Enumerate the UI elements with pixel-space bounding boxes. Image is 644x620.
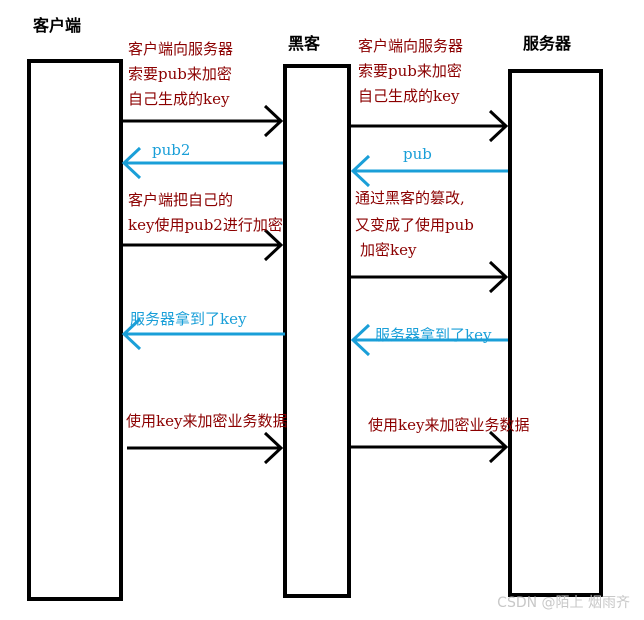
arrow-hacker-to-client-pub2 (121, 146, 283, 180)
hacker-title: 黑客 (288, 34, 321, 53)
server-title: 服务器 (523, 34, 572, 53)
left-got-key-label: 服务器拿到了key (130, 310, 247, 328)
arrow-server-to-hacker-pub (350, 154, 508, 188)
arrow-hacker-to-server-encrypted-key (351, 260, 509, 294)
left-encrypt-label-line2: key使用pub2进行加密 (128, 216, 283, 234)
right-got-key-label: 服务器拿到了key (375, 326, 492, 344)
arrow-client-to-hacker-business-data (127, 431, 284, 465)
client-lifeline (27, 59, 123, 601)
right-tamper-label-line2: 又变成了使用pub (355, 216, 474, 234)
right-request-label-line2: 索要pub来加密 (358, 62, 462, 80)
arrow-client-to-hacker-request (123, 104, 284, 138)
left-request-label-line2: 索要pub来加密 (128, 65, 232, 83)
right-pub-label: pub (403, 145, 432, 163)
right-request-label-line3: 自己生成的key (358, 87, 460, 105)
left-business-data-label: 使用key来加密业务数据 (126, 412, 288, 430)
left-request-label-line1: 客户端向服务器 (128, 40, 234, 58)
arrow-hacker-to-server-request (351, 109, 509, 143)
arrow-hacker-to-server-business-data (351, 430, 509, 464)
right-request-label-line1: 客户端向服务器 (358, 37, 464, 55)
server-lifeline (508, 69, 603, 597)
client-title: 客户端 (33, 16, 82, 35)
left-request-label-line3: 自己生成的key (128, 90, 230, 108)
right-tamper-label-line3: 加密key (360, 241, 417, 259)
arrow-server-to-hacker-got-key (350, 323, 508, 357)
hacker-lifeline (283, 64, 351, 598)
arrow-hacker-to-client-got-key (121, 317, 285, 351)
watermark: CSDN @陌上 烟雨齐 (497, 595, 630, 611)
right-business-data-label: 使用key来加密业务数据 (368, 416, 530, 434)
arrow-client-to-hacker-encrypted-key (123, 228, 284, 262)
left-encrypt-label-line1: 客户端把自己的 (128, 191, 234, 209)
left-pub2-label: pub2 (152, 141, 191, 159)
right-tamper-label-line1: 通过黑客的篡改, (355, 189, 465, 207)
